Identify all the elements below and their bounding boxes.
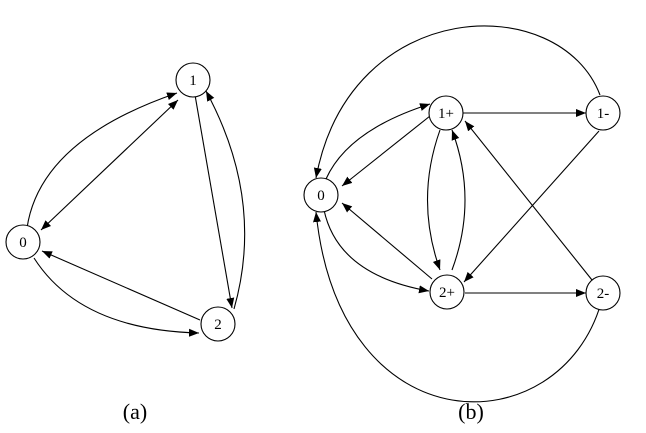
node-b-1plus: 1+	[428, 95, 464, 131]
node-a-2-label: 2	[214, 317, 222, 333]
edge-a-0-1-bidirectional	[40, 99, 179, 231]
panel-a: 0 1 2 (a)	[5, 62, 246, 424]
panel-b-caption: (b)	[458, 399, 484, 424]
node-a-0-label: 0	[19, 235, 27, 251]
node-a-1: 1	[175, 62, 211, 98]
node-b-1plus-label: 1+	[438, 106, 454, 122]
node-a-2: 2	[200, 306, 236, 342]
edge-a-0-to-2	[33, 257, 200, 337]
edge-b-1minus-to-0	[313, 25, 601, 179]
edge-a-0-to-1	[26, 92, 178, 229]
node-b-0-label: 0	[317, 188, 325, 204]
edge-a-2-to-0	[41, 250, 201, 321]
edge-b-2plus-to-0	[341, 202, 433, 280]
edge-b-2minus-to-0	[313, 211, 602, 403]
node-b-2minus-label: 2-	[597, 286, 610, 302]
edge-b-2plus-to-1plus	[451, 129, 466, 271]
node-a-1-label: 1	[189, 73, 197, 89]
edge-b-0-to-2plus	[323, 209, 430, 294]
edge-b-0-to-1plus	[325, 103, 431, 180]
edge-b-1plus-to-0	[341, 115, 431, 187]
node-b-0: 0	[303, 177, 339, 213]
panel-a-caption: (a)	[123, 399, 147, 424]
node-b-2plus-label: 2+	[439, 285, 455, 301]
panel-b: 0 1+ 1- 2+ 2- (b)	[303, 25, 621, 424]
edge-a-2-to-1	[205, 90, 246, 310]
node-b-1minus-label: 1-	[597, 106, 610, 122]
node-a-0: 0	[5, 224, 41, 260]
edge-a-1-to-2	[194, 94, 235, 309]
node-b-2minus: 2-	[585, 275, 621, 311]
edge-b-2minus-to-1plus	[464, 120, 593, 281]
edge-b-1plus-to-2plus	[427, 129, 441, 271]
node-b-2plus: 2+	[429, 274, 465, 310]
node-b-1minus: 1-	[585, 95, 621, 131]
edge-b-1minus-to-2plus	[463, 130, 600, 283]
